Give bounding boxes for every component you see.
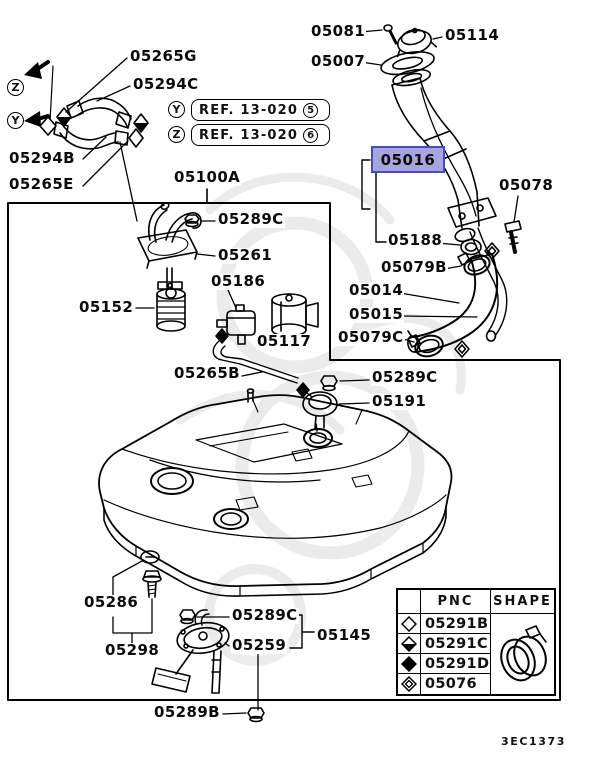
filter-05152 <box>156 287 186 332</box>
pnc-value: 05291D <box>421 654 491 674</box>
part-label-05261: 05261 <box>217 246 274 264</box>
part-label-05191: 05191 <box>371 392 428 410</box>
diagram-code: 3EC1373 <box>501 735 567 748</box>
part-label-05145: 05145 <box>316 626 373 644</box>
part-label-05117: 05117 <box>256 332 313 350</box>
part-label-05015: 05015 <box>348 305 405 323</box>
valve-05186 <box>216 304 256 345</box>
clamp-shape-drawing <box>491 614 554 694</box>
highlighted-part-label-05016[interactable]: 05016 <box>371 146 445 173</box>
diamond-filled-marker <box>215 328 229 344</box>
part-label-05286: 05286 <box>83 593 140 611</box>
part-label-05265e: 05265E <box>8 175 75 193</box>
diamond-outline-marker <box>128 128 144 148</box>
ref-marker-z: Z <box>168 126 185 143</box>
ref-link-13-020-6[interactable]: REF. 13-020 6 <box>191 124 330 146</box>
diamond-double-marker <box>454 340 470 358</box>
diamond-filled-icon <box>398 654 421 674</box>
nut-05289c-top <box>184 214 200 228</box>
part-label-05265b: 05265B <box>173 364 242 382</box>
filler-pipe-art <box>360 24 522 358</box>
y-view-arrow <box>24 111 41 127</box>
symbol-column-header <box>398 590 421 614</box>
part-label-05265g: 05265G <box>129 47 198 65</box>
ref-number-circle: 5 <box>303 102 319 118</box>
part-label-05081: 05081 <box>310 22 367 40</box>
part-label-05014: 05014 <box>348 281 405 299</box>
part-label-05186: 05186 <box>210 272 267 290</box>
inner-assembly-art <box>135 201 319 398</box>
view-marker-y: Y <box>7 112 24 129</box>
view-marker-z: Z <box>7 79 24 96</box>
gasket-05007 <box>380 51 435 87</box>
diamond-half-filled-icon <box>398 634 421 654</box>
clamp-05079b <box>457 252 491 276</box>
bolt-05286 <box>142 570 162 598</box>
ref-text: REF. 13-020 <box>199 127 299 143</box>
fuel-sender-art <box>151 609 315 723</box>
grommet-bolt-art <box>112 550 162 645</box>
pnc-column-header: PNC <box>421 590 491 614</box>
hose-05265b <box>212 340 299 384</box>
hose-group-art <box>24 57 149 222</box>
ring-05188 <box>460 238 482 256</box>
bolt-05078 <box>504 195 522 254</box>
ref-number-circle: 6 <box>303 127 319 143</box>
part-label-05289c-top: 05289C <box>217 210 285 228</box>
part-label-05289c-bottom: 05289C <box>231 606 299 624</box>
part-label-05289b: 05289B <box>153 703 222 721</box>
part-label-05078: 05078 <box>498 176 555 194</box>
part-label-05259: 05259 <box>231 636 288 654</box>
part-label-05079c: 05079C <box>337 328 405 346</box>
grommet <box>140 550 160 564</box>
fuel-tank-art <box>98 388 453 597</box>
part-label-05079b: 05079B <box>380 258 449 276</box>
part-label-05294b: 05294B <box>8 149 77 167</box>
diamond-outline-icon <box>398 614 421 634</box>
pnc-value: 05291B <box>421 614 491 634</box>
clamp-05079c <box>407 330 444 358</box>
canister-05117 <box>271 293 319 337</box>
part-label-05298: 05298 <box>104 641 161 659</box>
part-label-05114: 05114 <box>444 26 501 44</box>
ref-link-13-020-5[interactable]: REF. 13-020 5 <box>191 99 330 121</box>
shape-column-header: SHAPE <box>491 590 554 614</box>
part-label-05100a: 05100A <box>173 168 242 186</box>
part-label-05152: 05152 <box>78 298 135 316</box>
part-label-05188: 05188 <box>387 231 444 249</box>
part-label-05289c-mid: 05289C <box>371 368 439 386</box>
z-view-arrow <box>24 62 42 79</box>
main-box-outline <box>7 188 561 701</box>
part-label-05294c: 05294C <box>132 75 200 93</box>
ref-marker-y: Y <box>168 101 185 118</box>
hose-05015 <box>469 227 508 342</box>
part-label-05007: 05007 <box>310 52 367 70</box>
pnc-value: 05291C <box>421 634 491 654</box>
pnc-value: 05076 <box>421 674 491 694</box>
diamond-outline-marker <box>39 116 57 136</box>
diamond-double-icon <box>398 674 421 694</box>
ref-text: REF. 13-020 <box>199 102 299 118</box>
bolt-05081 <box>383 24 393 32</box>
pnc-shape-table: PNC SHAPE 05291B 05291C 05291D <box>396 588 556 696</box>
